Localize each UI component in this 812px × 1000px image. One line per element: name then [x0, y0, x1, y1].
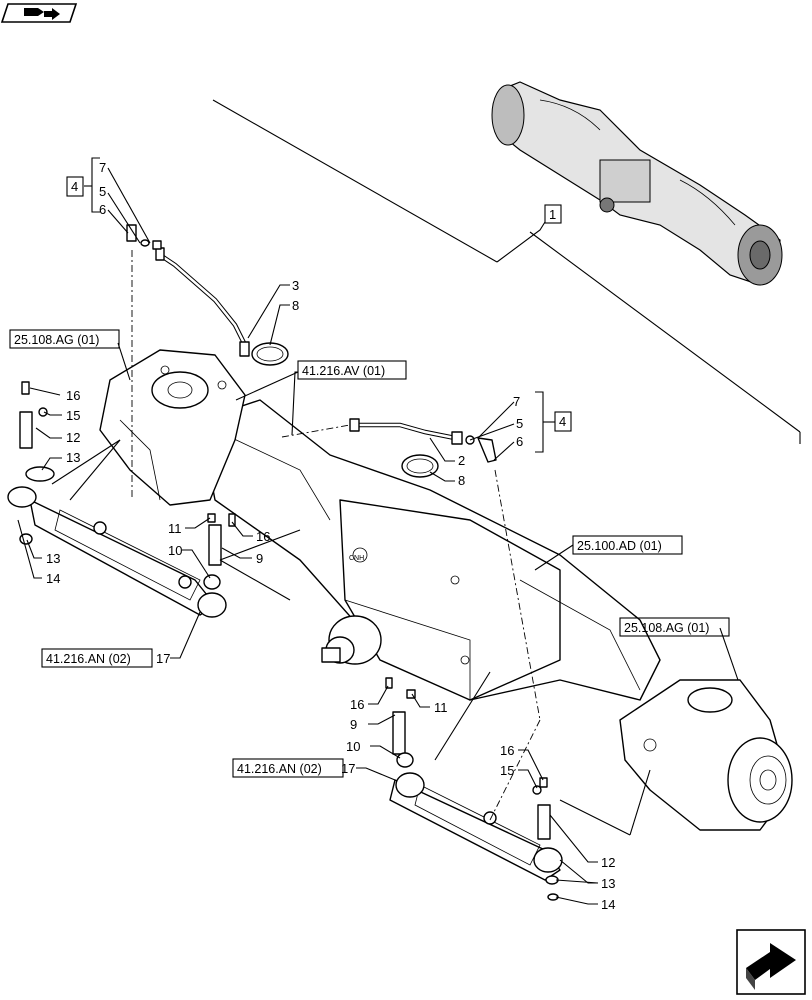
- callout-11: 11: [168, 521, 182, 536]
- callout-14: 14: [46, 571, 60, 586]
- ref-box-41216-an-right[interactable]: 41.216.AN (02): [232, 758, 344, 778]
- callout-6: 6: [516, 434, 523, 449]
- callout-10: 10: [346, 739, 360, 754]
- callout-13: 13: [66, 450, 80, 465]
- callout-6: 6: [99, 202, 106, 217]
- callout-17: 17: [341, 761, 355, 776]
- callout-13: 13: [601, 876, 615, 891]
- right-steering-cylinder[interactable]: [389, 772, 563, 881]
- ref-label: 25.100.AD (01): [577, 539, 662, 553]
- ref-box-25108-left[interactable]: 25.108.AG (01): [9, 329, 120, 349]
- callout-14: 14: [601, 897, 615, 912]
- ref-box-25100-ad[interactable]: 25.100.AD (01): [572, 535, 683, 555]
- axle-center-housing: CNH: [199, 399, 661, 701]
- ref-label: 25.108.AG (01): [624, 621, 709, 635]
- callout-16: 16: [500, 743, 514, 758]
- ref-label: 41.216.AN (02): [46, 652, 131, 666]
- callout-numbers: 7 5 6 3 8 16 15 12 13 13 14 11 16 10 9 1…: [46, 160, 615, 912]
- ref-label: 41.216.AV (01): [302, 364, 385, 378]
- callout-7: 7: [99, 160, 106, 175]
- right-knuckle-housing: [619, 679, 793, 831]
- right-hose-clamp[interactable]: [401, 454, 439, 478]
- left-hydraulic-pipe[interactable]: [155, 247, 250, 357]
- leader-lines: [17, 157, 739, 905]
- left-pivot-pin-set[interactable]: [19, 381, 236, 590]
- callout-12: 12: [66, 430, 80, 445]
- left-fitting-set[interactable]: [126, 224, 162, 250]
- callout-4: 4: [71, 179, 78, 194]
- svg-text:CNH: CNH: [349, 555, 364, 562]
- callout-9: 9: [256, 551, 263, 566]
- callout-box-1[interactable]: 1: [544, 204, 562, 224]
- right-hydraulic-pipe[interactable]: [349, 418, 463, 445]
- callout-2: 2: [458, 453, 465, 468]
- axle-overview-thumbnail: [491, 81, 783, 286]
- callout-16: 16: [256, 529, 270, 544]
- callout-11: 11: [434, 700, 448, 715]
- ref-label: 41.216.AN (02): [237, 762, 322, 776]
- ref-box-25108-right[interactable]: 25.108.AG (01): [619, 617, 730, 637]
- ref-label: 25.108.AG (01): [14, 333, 99, 347]
- ref-box-41216-av[interactable]: 41.216.AV (01): [297, 360, 407, 380]
- left-hose-clamp[interactable]: [251, 342, 289, 366]
- callout-9: 9: [350, 717, 357, 732]
- callout-15: 15: [500, 763, 514, 778]
- callout-box-4-left[interactable]: 4: [66, 176, 84, 197]
- callout-8: 8: [292, 298, 299, 313]
- callout-7: 7: [513, 394, 520, 409]
- callout-16: 16: [66, 388, 80, 403]
- leader-thumb-lower: [529, 231, 801, 433]
- callout-10: 10: [168, 543, 182, 558]
- callout-1: 1: [549, 207, 556, 222]
- callout-13: 13: [46, 551, 60, 566]
- callout-15: 15: [66, 408, 80, 423]
- ref-box-41216-an-left[interactable]: 41.216.AN (02): [41, 648, 153, 668]
- callout-17: 17: [156, 651, 170, 666]
- callout-8: 8: [458, 473, 465, 488]
- callout-12: 12: [601, 855, 615, 870]
- callout-5: 5: [99, 184, 106, 199]
- next-page-arrow-icon[interactable]: [736, 929, 806, 995]
- callout-5: 5: [516, 416, 523, 431]
- callout-16: 16: [350, 697, 364, 712]
- callout-3: 3: [292, 278, 299, 293]
- callout-4: 4: [559, 414, 566, 429]
- left-knuckle-housing: [99, 349, 246, 506]
- book-arrow-icon[interactable]: [0, 3, 78, 23]
- left-steering-cylinder[interactable]: [7, 486, 227, 618]
- leader-thumb-upper: [212, 99, 498, 263]
- callout-box-4-right[interactable]: 4: [554, 411, 572, 432]
